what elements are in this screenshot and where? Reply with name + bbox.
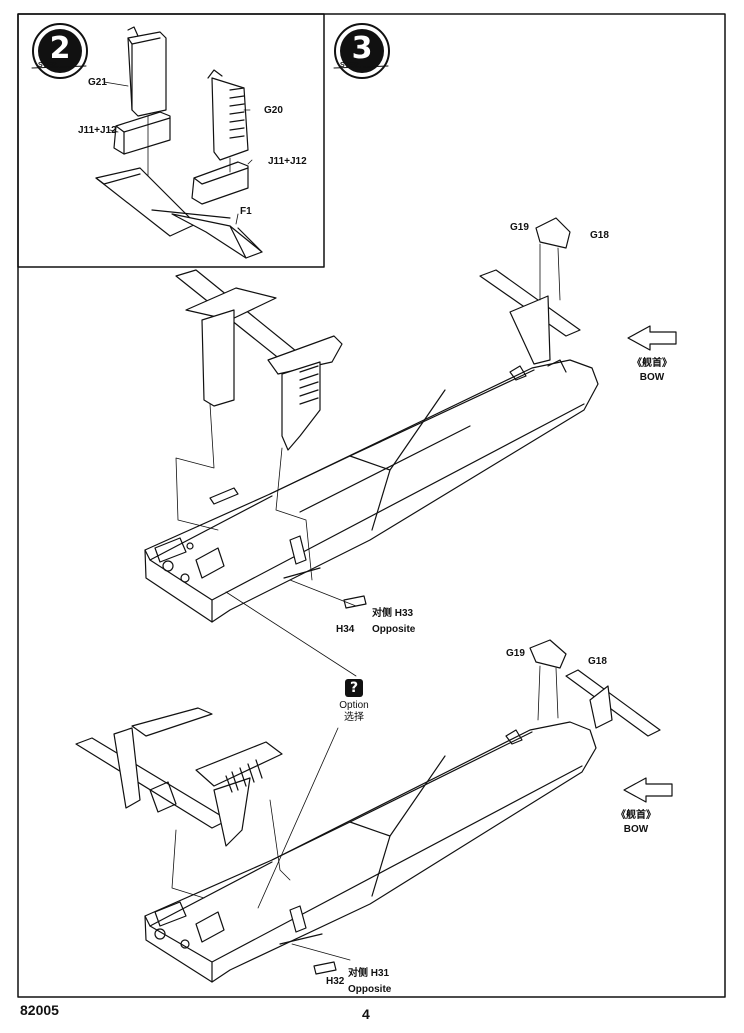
label-opposite-top: Opposite [372,624,416,635]
label-g19-top: G19 [510,222,529,233]
part-j11j12-left [113,111,171,155]
bow-arrow-top [627,325,677,351]
label-h31: 对侧 H31 [348,968,390,979]
lower-small-parts [257,727,351,975]
upper-mast-assembly [175,269,343,581]
part-g21 [127,26,167,117]
label-g21: G21 [88,77,107,88]
label-bow-cn-top: 《舰首》 [632,358,672,369]
page-number: 4 [362,1006,370,1022]
product-code: 82005 [20,1002,59,1018]
part-f1 [171,213,263,259]
lower-mast-assembly [75,707,291,899]
part-j11j12-right [191,161,249,205]
label-g19-bottom: G19 [506,648,525,659]
step3-number: 3 [351,31,373,66]
step2-word: STEP [38,62,57,69]
upper-tail-assembly [479,217,581,365]
label-g18-bottom: G18 [588,656,607,667]
bow-arrow-bottom [623,777,673,803]
label-bow-cn-bottom: 《舰首》 [616,810,656,821]
step2-leader-lines [103,81,253,225]
label-j11j12-right: J11+J12 [268,156,307,167]
label-h32: H32 [326,976,345,987]
option-label-cn: 选择 [344,712,364,723]
step2-inset-frame [17,13,325,268]
part-g20 [207,69,249,161]
step3-word: STEP [340,62,359,69]
page-frame [17,13,726,998]
step2-number: 2 [49,31,71,66]
upper-small-parts [225,535,367,677]
step2-badge [31,23,88,79]
label-bow-en-bottom: BOW [623,824,649,835]
label-f1: F1 [240,206,252,217]
label-j11j12-left: J11+J12 [78,125,117,136]
label-g18-top: G18 [590,230,609,241]
label-bow-en-top: BOW [639,372,665,383]
upper-hull [144,359,599,623]
label-g20: G20 [264,105,283,116]
step3-badge [333,23,390,79]
label-h34: H34 [336,624,355,635]
option-question-icon: ? [345,679,363,697]
lower-tail-assembly [529,639,661,737]
label-h33: 对侧 H33 [372,608,414,619]
lower-hull [144,721,597,983]
label-opposite-bottom: Opposite [348,984,392,995]
option-label-en: Option [339,700,369,711]
